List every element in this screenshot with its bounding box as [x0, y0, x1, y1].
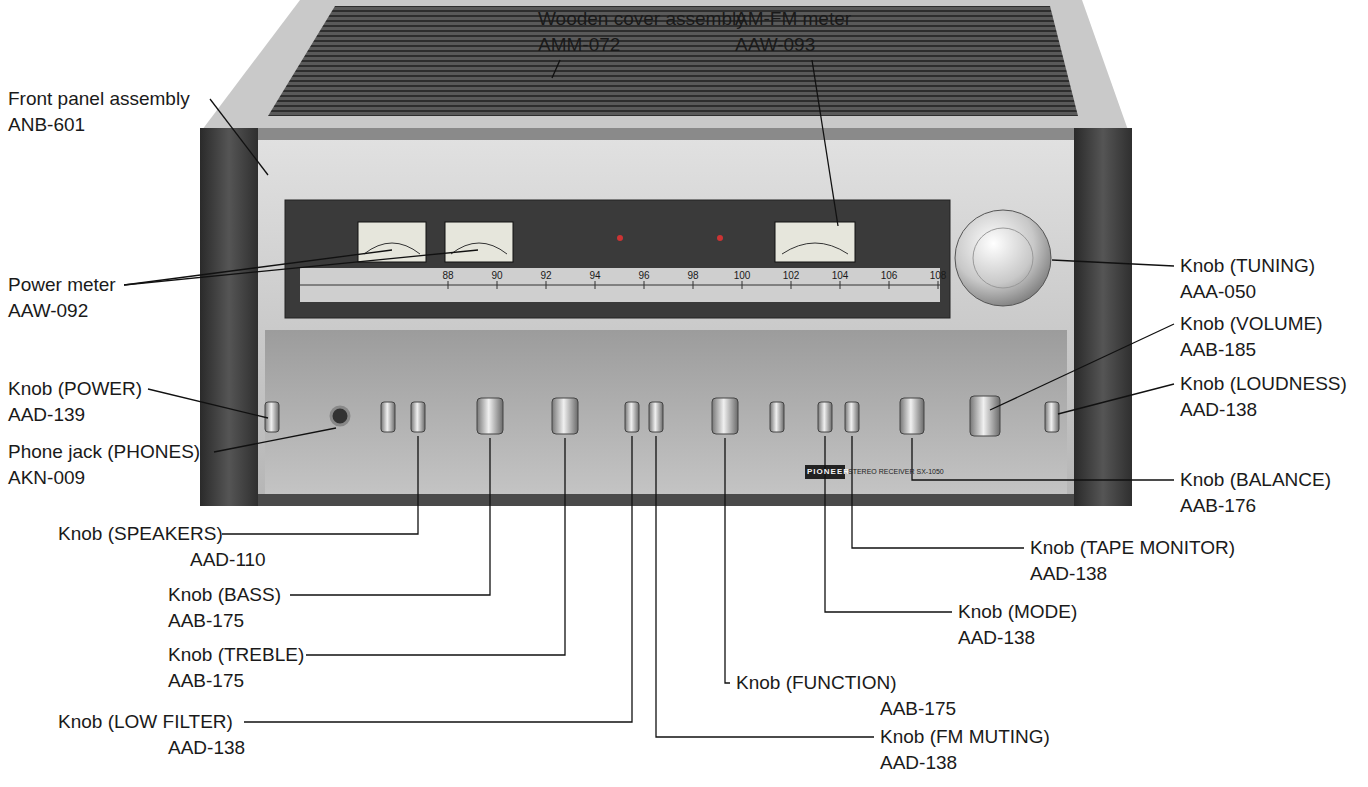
dial-number: 94	[589, 270, 600, 281]
wood-side	[1074, 128, 1132, 506]
part-name: Knob (TREBLE)	[168, 644, 304, 666]
part-number: AAB-175	[168, 610, 244, 632]
dial-number: 90	[491, 270, 502, 281]
power-meter	[445, 222, 513, 262]
part-number: AAA-050	[1180, 281, 1256, 303]
dial-number: 108	[930, 270, 947, 281]
am-fm-meter	[775, 222, 855, 262]
part-name: Power meter	[8, 274, 116, 296]
part-name: AM-FM meter	[735, 8, 851, 30]
part-number: AAD-138	[880, 752, 957, 774]
part-name: Knob (BASS)	[168, 584, 281, 606]
control-panel	[265, 330, 1067, 495]
part-number: AAW-092	[8, 300, 88, 322]
part-name: Knob (TUNING)	[1180, 255, 1315, 277]
part-number: AAD-138	[958, 627, 1035, 649]
meter-scale	[782, 243, 848, 254]
part-name: Knob (FUNCTION)	[736, 672, 896, 694]
part-number: AAB-175	[880, 698, 956, 720]
part-name: Knob (MODE)	[958, 601, 1077, 623]
dial-number: 102	[783, 270, 800, 281]
dial-number: 100	[734, 270, 751, 281]
dial-number: 96	[638, 270, 649, 281]
dial-number: 98	[687, 270, 698, 281]
part-number: AAD-139	[8, 404, 85, 426]
indicator-lamp	[617, 235, 623, 241]
knobs	[265, 396, 1059, 436]
part-name: Knob (POWER)	[8, 378, 142, 400]
dial-ticks	[448, 281, 938, 289]
part-name: Phone jack (PHONES)	[8, 441, 200, 463]
dial-number: 106	[881, 270, 898, 281]
meter-scale	[364, 243, 507, 254]
indicator-lamp	[717, 235, 723, 241]
dial-number: 104	[832, 270, 849, 281]
part-name: Knob (SPEAKERS)	[58, 523, 223, 545]
cover-top	[202, 0, 1128, 130]
tuning-knob	[955, 210, 1051, 306]
part-number: AMM-072	[538, 34, 620, 56]
part-number: AAD-138	[1030, 563, 1107, 585]
part-name: Knob (BALANCE)	[1180, 469, 1331, 491]
part-number: AAB-176	[1180, 495, 1256, 517]
part-number: AKN-009	[8, 467, 85, 489]
part-number: ANB-601	[8, 114, 85, 136]
panel-bottom	[258, 494, 1074, 506]
part-name: Knob (LOUDNESS)	[1180, 373, 1347, 395]
part-number: AAB-185	[1180, 339, 1256, 361]
part-name: Knob (TAPE MONITOR)	[1030, 537, 1235, 559]
front-panel	[258, 128, 1074, 506]
part-name: Knob (LOW FILTER)	[58, 711, 233, 733]
part-number: AAD-110	[190, 549, 266, 571]
dial-line	[300, 285, 940, 286]
part-name: Front panel assembly	[8, 88, 190, 110]
part-number: AAD-138	[1180, 399, 1257, 421]
panel-edge	[258, 128, 1074, 140]
tuning-knob-rim	[973, 228, 1033, 288]
part-name: Knob (FM MUTING)	[880, 726, 1050, 748]
leader-lines	[124, 60, 1174, 737]
part-number: AAD-138	[168, 737, 245, 759]
part-number: AAW-093	[735, 34, 815, 56]
model-name: STEREO RECEIVER SX-1050	[848, 467, 944, 477]
dial-number: 88	[442, 270, 453, 281]
part-number: AAB-175	[168, 670, 244, 692]
part-name: Knob (VOLUME)	[1180, 313, 1323, 335]
cover-grille	[268, 6, 1078, 116]
dial-number: 92	[540, 270, 551, 281]
dial-scale	[300, 268, 940, 302]
part-name: Wooden cover assembly	[538, 8, 746, 30]
brand-logo: PIONEER	[807, 467, 850, 477]
